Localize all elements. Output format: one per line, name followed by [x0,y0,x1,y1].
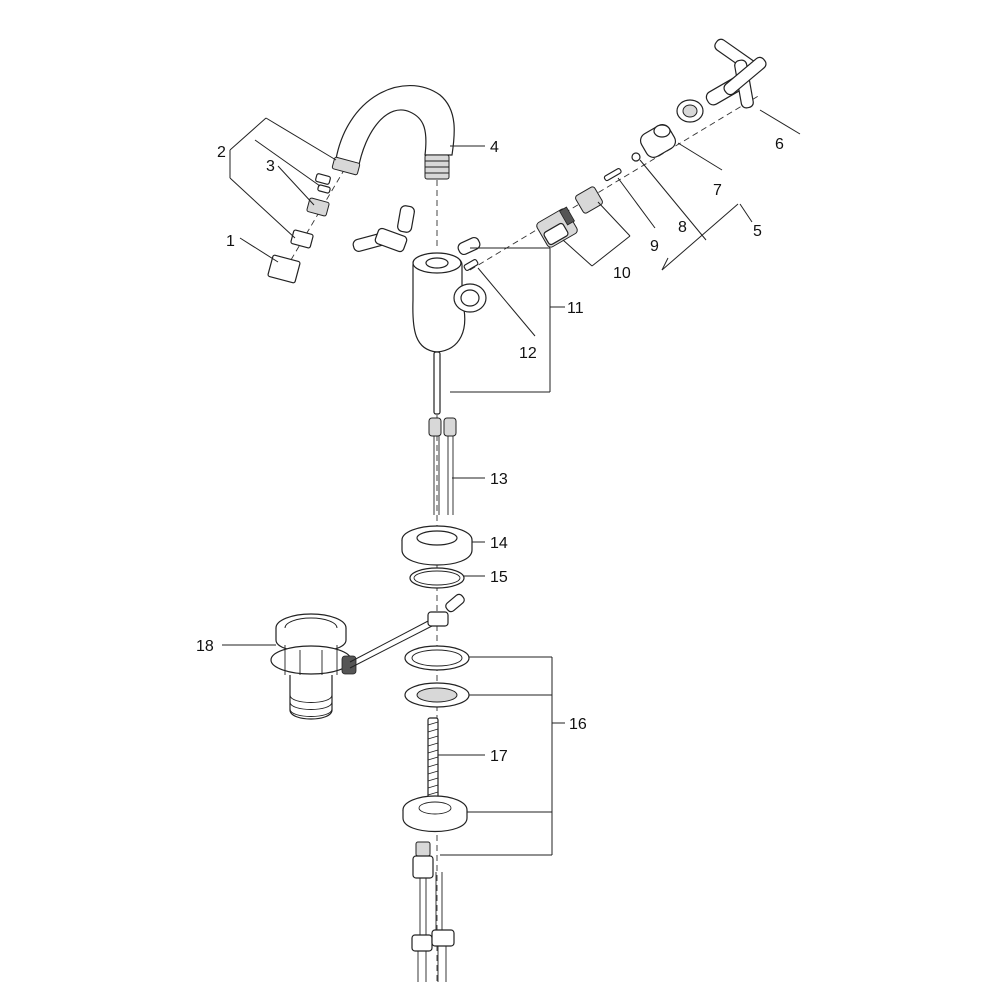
part-labels: 1 2 3 4 5 6 7 8 9 10 11 12 13 14 15 16 1… [196,136,784,765]
cartridge-axis-line [469,94,761,271]
cartridge-part [536,206,578,248]
base-ring-part [401,525,473,566]
label-1: 1 [226,233,235,250]
mounting-plate-part [402,795,468,833]
threaded-rod-part [427,717,439,809]
label-4: 4 [490,139,499,156]
label-10: 10 [613,265,631,282]
label-16: 16 [569,716,587,733]
spindle-screw-part [603,168,622,182]
washer-part [631,152,641,162]
label-3: 3 [266,158,275,175]
ring-part [676,99,704,123]
spout-part [331,85,455,180]
cap-sleeve-part [639,124,677,158]
mounting-washer-part [404,645,470,671]
label-12: 12 [519,345,537,362]
label-17: 17 [490,748,508,765]
cartridge-nut-part [575,186,603,214]
label-9: 9 [650,238,659,255]
aerator-axis-line [284,159,351,271]
label-5: 5 [753,223,762,240]
leader-lines [222,109,801,856]
pop-up-waste-part [270,613,357,720]
o-ring-part [409,567,465,589]
label-2: 2 [217,144,226,161]
label-8: 8 [678,219,687,236]
label-14: 14 [490,535,508,552]
mixer-body-part [352,205,487,415]
label-7: 7 [713,182,722,199]
cross-handle-part [705,38,767,109]
label-11: 11 [567,300,584,317]
label-18: 18 [196,638,214,655]
label-6: 6 [775,136,784,153]
flex-hoses-part [428,417,457,515]
label-13: 13 [490,471,508,488]
mounting-gasket-part [404,682,470,708]
label-15: 15 [490,569,508,586]
mounting-nut-part [411,841,455,982]
aerator-parts [267,173,331,284]
pull-rod-part [349,593,465,669]
